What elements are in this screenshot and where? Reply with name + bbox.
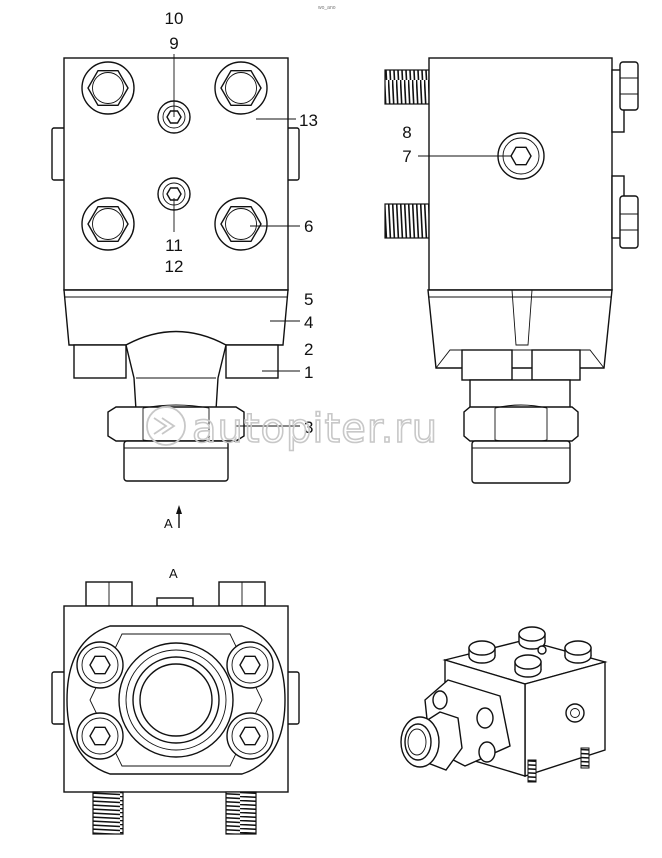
- label-11: 11: [165, 236, 183, 255]
- stud-bottom: [384, 203, 430, 239]
- corner-text: wo_ano: [318, 5, 336, 11]
- hex-bolt: [214, 197, 268, 251]
- label-13: 13: [299, 111, 318, 130]
- iso-bolt: [518, 626, 546, 650]
- label-1: 1: [304, 363, 313, 382]
- bolt-head-lower: [611, 175, 639, 249]
- flange-bolt: [226, 712, 274, 760]
- side-view: [384, 57, 639, 484]
- side-flange: [427, 289, 613, 369]
- stem: [125, 330, 227, 411]
- label-10: 10: [165, 9, 184, 28]
- iso-bolt: [564, 640, 592, 664]
- label-12: 12: [165, 257, 184, 276]
- side-nut: [463, 406, 579, 442]
- isometric-view: [400, 626, 608, 783]
- watermark: autopiter.ru: [146, 405, 438, 453]
- label-6: 6: [304, 217, 313, 236]
- label-5: 5: [304, 290, 313, 309]
- view-a-title: A: [169, 566, 178, 581]
- side-port-right: [531, 349, 581, 381]
- iso-bolt: [514, 654, 542, 678]
- flange-outline: [66, 625, 286, 775]
- view-a: A: [51, 566, 300, 835]
- iso-fitting: [400, 716, 440, 768]
- label-7: 7: [402, 147, 411, 166]
- hex-bolt: [81, 197, 135, 251]
- iso-bolt: [468, 640, 496, 664]
- label-3: 3: [304, 418, 313, 437]
- side-callouts: 8 7: [402, 123, 512, 166]
- front-callouts: 10 9 13 6 11 12 5 4 2 1 3: [165, 9, 318, 437]
- port-boss-left: [73, 344, 127, 379]
- bolt-head-upper: [611, 61, 639, 133]
- bottom-stud-left: [92, 791, 124, 835]
- side-fitting: [471, 440, 571, 484]
- flange-bolt: [76, 712, 124, 760]
- label-4: 4: [304, 313, 313, 332]
- label-8: 8: [402, 123, 411, 142]
- watermark-text: autopiter.ru: [192, 406, 438, 452]
- bottom-stud-right: [225, 791, 257, 835]
- label-2: 2: [304, 340, 313, 359]
- flange-bolt: [76, 641, 124, 689]
- plug-bottom: [157, 177, 191, 211]
- view-arrow-label: A: [164, 516, 173, 531]
- port-boss-right: [225, 344, 279, 379]
- view-arrow: A: [164, 505, 182, 531]
- flange-body: [63, 289, 289, 346]
- label-9: 9: [169, 34, 178, 53]
- side-port-left: [461, 349, 513, 381]
- hex-bolt: [214, 61, 268, 115]
- hex-bolt: [81, 61, 135, 115]
- fitting: [123, 440, 229, 482]
- central-port: [118, 642, 234, 758]
- stud-top: [384, 69, 430, 105]
- union-nut: [107, 406, 245, 442]
- front-view: [51, 57, 300, 482]
- flange-bolt: [226, 641, 274, 689]
